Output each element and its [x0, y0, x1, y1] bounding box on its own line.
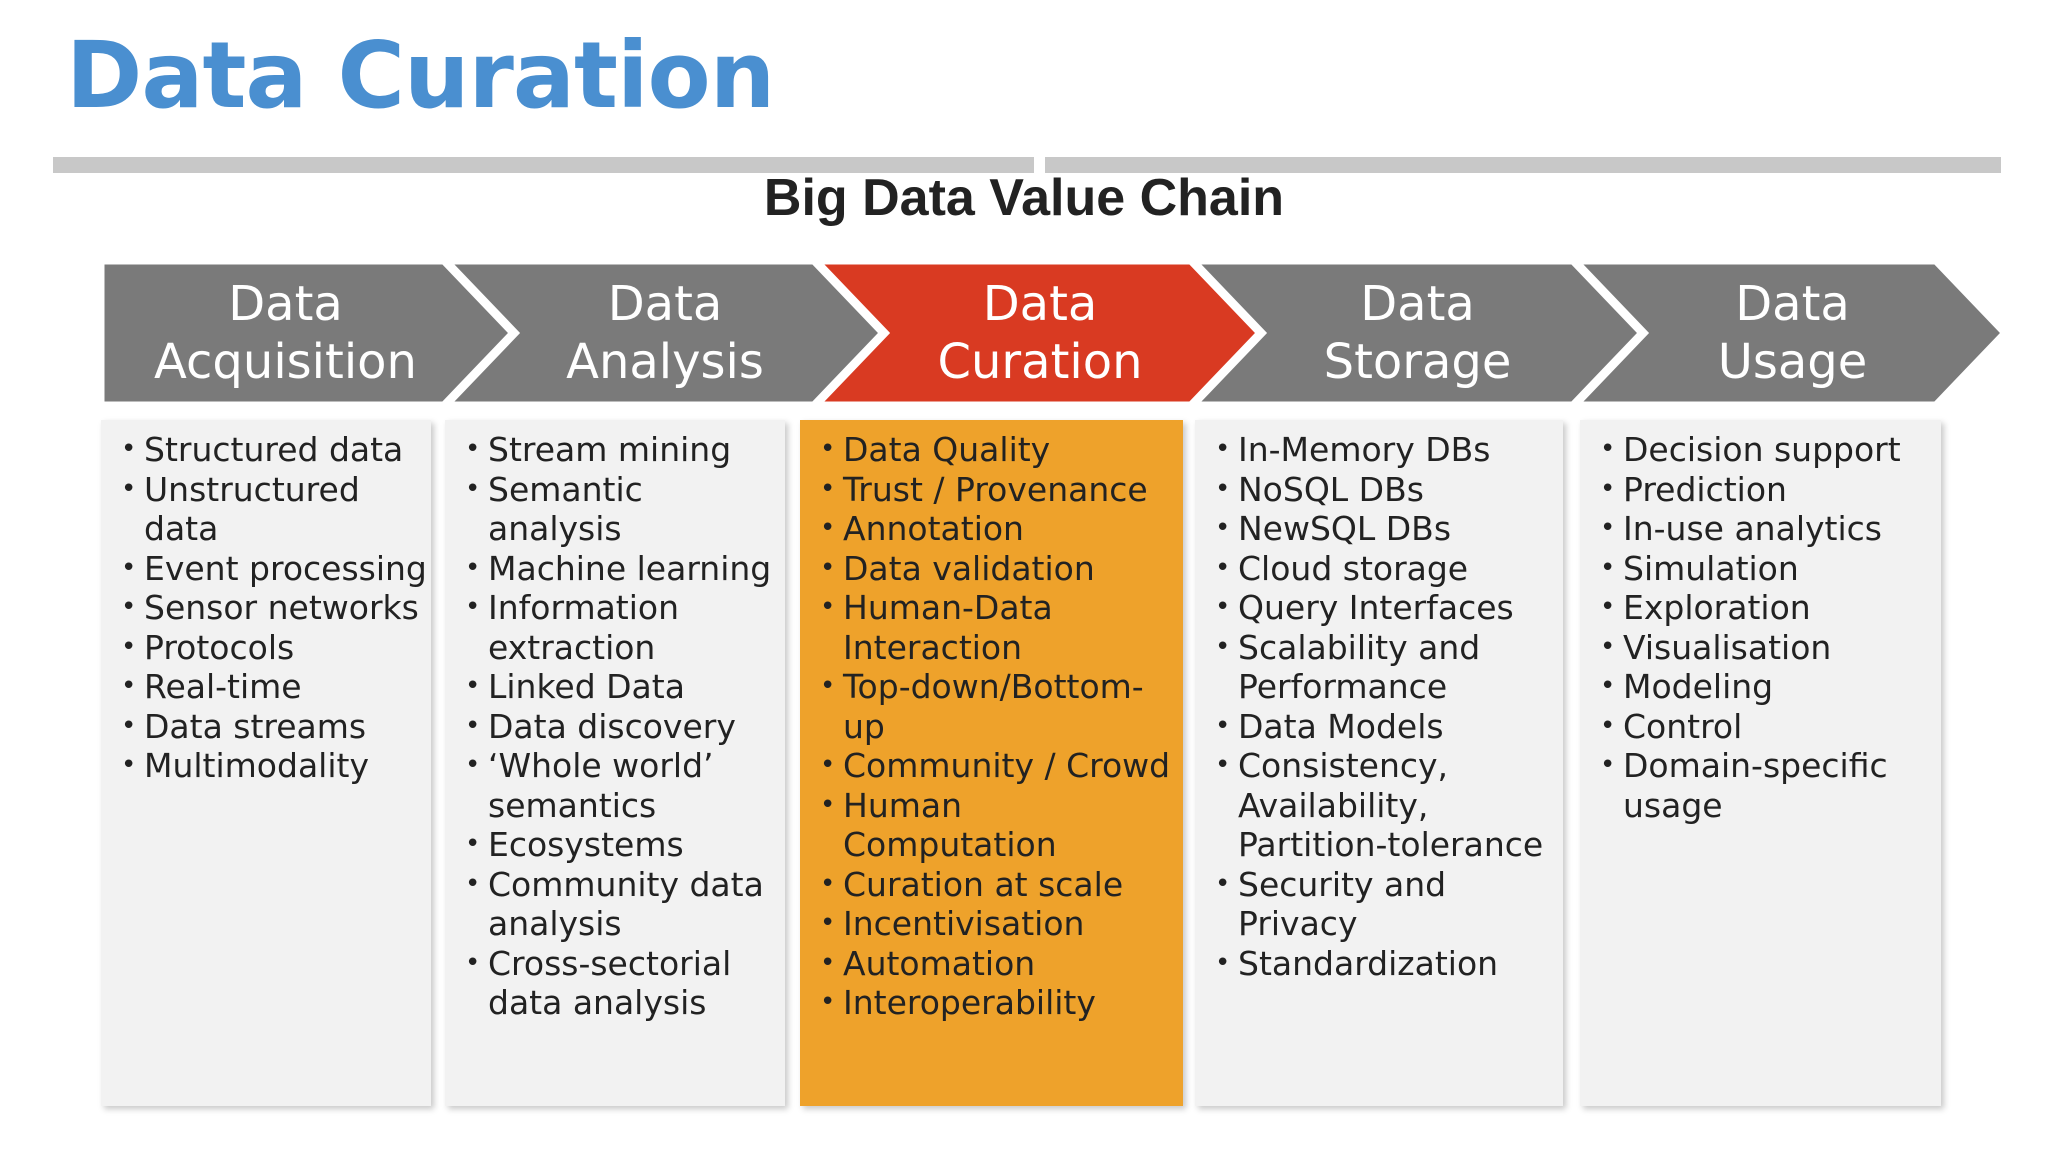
- list-item: Domain-specific usage: [1600, 746, 1941, 825]
- chain-title: Big Data Value Chain: [763, 169, 1285, 227]
- list-item: Community / Crowd: [820, 746, 1183, 786]
- list-item: Event processing: [121, 549, 431, 589]
- stage-label-data-curation: Data Curation: [937, 276, 1143, 390]
- list-item: Sensor networks: [121, 588, 431, 628]
- chevron-data-storage: [1194, 261, 1642, 405]
- stage-items: Structured dataUnstructured dataEvent pr…: [121, 430, 431, 786]
- list-item: Exploration: [1600, 588, 1941, 628]
- list-item: Machine learning: [465, 549, 785, 589]
- title-divider-right: [1045, 157, 2001, 173]
- list-item: Stream mining: [465, 430, 785, 470]
- stage-items: Decision supportPredictionIn-use analyti…: [1600, 430, 1941, 825]
- column-data-curation: Data QualityTrust / ProvenanceAnnotation…: [800, 420, 1183, 1106]
- list-item: Annotation: [820, 509, 1183, 549]
- list-item: Linked Data: [465, 667, 785, 707]
- list-item: NewSQL DBs: [1215, 509, 1563, 549]
- chevron-data-usage: [1576, 261, 2005, 405]
- chevron-data-curation: [817, 261, 1260, 405]
- list-item: Modeling: [1600, 667, 1941, 707]
- list-item: Real-time: [121, 667, 431, 707]
- column-data-usage: Decision supportPredictionIn-use analyti…: [1580, 420, 1941, 1106]
- stage-items: In-Memory DBsNoSQL DBsNewSQL DBsCloud st…: [1215, 430, 1563, 983]
- list-item: Decision support: [1600, 430, 1941, 470]
- list-item: Human-Data Interaction: [820, 588, 1183, 667]
- stage-label-data-analysis: Data Analysis: [566, 276, 764, 390]
- list-item: Simulation: [1600, 549, 1941, 589]
- title-divider-left: [53, 157, 1034, 173]
- list-item: Prediction: [1600, 470, 1941, 510]
- column-data-storage: In-Memory DBsNoSQL DBsNewSQL DBsCloud st…: [1195, 420, 1563, 1106]
- list-item: Standardization: [1215, 944, 1563, 984]
- stage-label-data-acquisition: Data Acquisition: [154, 276, 417, 390]
- column-data-analysis: Stream miningSemantic analysisMachine le…: [445, 420, 785, 1106]
- list-item: Information extraction: [465, 588, 785, 667]
- list-item: Curation at scale: [820, 865, 1183, 905]
- list-item: In-Memory DBs: [1215, 430, 1563, 470]
- chevron-data-analysis: [447, 261, 883, 405]
- slide-title: Data Curation: [66, 22, 775, 129]
- list-item: Top-down/Bottom-up: [820, 667, 1183, 746]
- stage-items: Stream miningSemantic analysisMachine le…: [465, 430, 785, 1023]
- stage-label-data-storage: Data Storage: [1323, 276, 1512, 390]
- list-item: Visualisation: [1600, 628, 1941, 668]
- list-item: Protocols: [121, 628, 431, 668]
- list-item: Cloud storage: [1215, 549, 1563, 589]
- list-item: Automation: [820, 944, 1183, 984]
- list-item: Cross-sectorial data analysis: [465, 944, 785, 1023]
- list-item: Semantic analysis: [465, 470, 785, 549]
- list-item: ‘Whole world’ semantics: [465, 746, 785, 825]
- list-item: Data Models: [1215, 707, 1563, 747]
- list-item: Multimodality: [121, 746, 431, 786]
- list-item: Structured data: [121, 430, 431, 470]
- list-item: Human Computation: [820, 786, 1183, 865]
- stage-items: Data QualityTrust / ProvenanceAnnotation…: [820, 430, 1183, 1023]
- list-item: Incentivisation: [820, 904, 1183, 944]
- column-data-acquisition: Structured dataUnstructured dataEvent pr…: [101, 420, 431, 1106]
- list-item: Ecosystems: [465, 825, 785, 865]
- list-item: Scalability and Performance: [1215, 628, 1563, 707]
- list-item: Community data analysis: [465, 865, 785, 944]
- chevron-data-acquisition: [101, 261, 513, 405]
- list-item: Data Quality: [820, 430, 1183, 470]
- list-item: Control: [1600, 707, 1941, 747]
- list-item: Data streams: [121, 707, 431, 747]
- list-item: Interoperability: [820, 983, 1183, 1023]
- list-item: In-use analytics: [1600, 509, 1941, 549]
- list-item: Data validation: [820, 549, 1183, 589]
- list-item: Data discovery: [465, 707, 785, 747]
- stage-label-data-usage: Data Usage: [1717, 276, 1868, 390]
- list-item: Unstructured data: [121, 470, 431, 549]
- list-item: NoSQL DBs: [1215, 470, 1563, 510]
- list-item: Security and Privacy: [1215, 865, 1563, 944]
- list-item: Trust / Provenance: [820, 470, 1183, 510]
- list-item: Consistency, Availability, Partition-tol…: [1215, 746, 1563, 865]
- list-item: Query Interfaces: [1215, 588, 1563, 628]
